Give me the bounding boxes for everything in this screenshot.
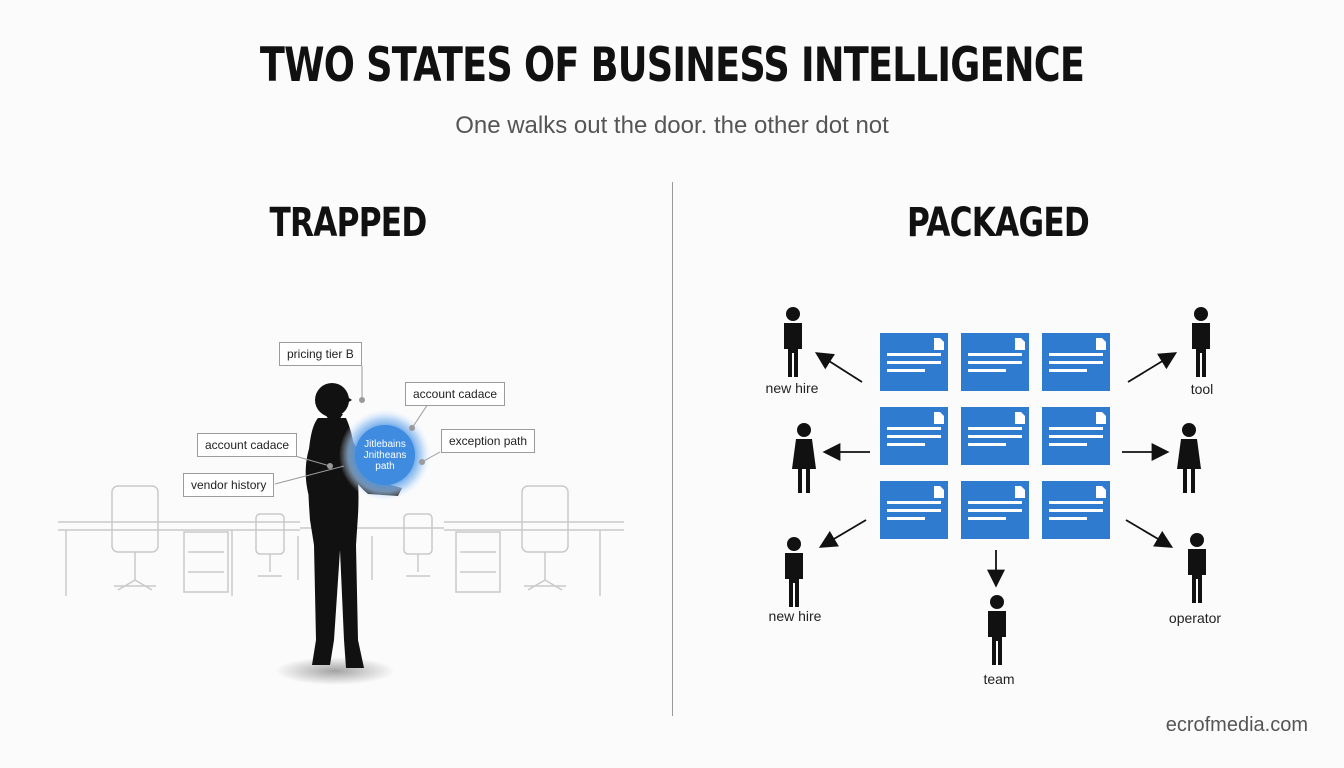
document-tile bbox=[961, 407, 1029, 465]
tag-account-cadence-left: account cadace bbox=[197, 433, 298, 457]
person-icon-mid-left bbox=[792, 423, 816, 493]
file-icon bbox=[934, 338, 944, 350]
file-icon bbox=[1015, 412, 1025, 424]
document-grid bbox=[880, 333, 1110, 539]
packaged-heading: PACKAGED bbox=[907, 200, 1090, 246]
tag-account-cadence-right: account cadace bbox=[405, 382, 506, 406]
file-icon bbox=[934, 486, 944, 498]
document-tile bbox=[880, 407, 948, 465]
page-subtitle: One walks out the door. the other dot no… bbox=[455, 112, 889, 139]
document-tile bbox=[1042, 481, 1110, 539]
document-tile bbox=[961, 333, 1029, 391]
tag-vendor-history: vendor history bbox=[183, 473, 275, 497]
file-icon bbox=[934, 412, 944, 424]
document-tile bbox=[1042, 407, 1110, 465]
label-tool: tool bbox=[1190, 381, 1214, 397]
person-icon-bottom-right bbox=[1188, 533, 1206, 603]
person-icon-bottom-left bbox=[785, 537, 803, 607]
center-divider bbox=[672, 182, 673, 716]
tag-pricing-tier: pricing tier B bbox=[279, 342, 362, 366]
person-icon-bottom-center bbox=[988, 595, 1006, 665]
document-tile bbox=[880, 481, 948, 539]
label-operator: operator bbox=[1168, 610, 1222, 626]
file-icon bbox=[1096, 338, 1106, 350]
label-new-hire-bottom: new hire bbox=[768, 608, 822, 624]
person-icon-mid-right bbox=[1177, 423, 1201, 493]
office-furniture bbox=[58, 485, 624, 596]
person-icon-top-left bbox=[784, 307, 802, 377]
file-icon bbox=[1096, 486, 1106, 498]
document-tile bbox=[880, 333, 948, 391]
orb-text-3: path bbox=[375, 461, 394, 472]
label-new-hire-top: new hire bbox=[765, 380, 819, 396]
page-title: TWO STATES OF BUSINESS INTELLIGENCE bbox=[259, 38, 1085, 93]
file-icon bbox=[1096, 412, 1106, 424]
person-icon-top-right bbox=[1192, 307, 1210, 377]
footer-site: ecrofmedia.com bbox=[1165, 714, 1308, 736]
orb-text-1: Jitlebains bbox=[364, 439, 406, 450]
distribution-arrows bbox=[814, 352, 1178, 588]
trapped-heading: TRAPPED bbox=[269, 200, 428, 246]
label-team: team bbox=[983, 671, 1015, 687]
file-icon bbox=[1015, 338, 1025, 350]
document-tile bbox=[961, 481, 1029, 539]
document-tile bbox=[1042, 333, 1110, 391]
file-icon bbox=[1015, 486, 1025, 498]
tag-exception-path: exception path bbox=[441, 429, 536, 453]
orb-text-2: Jnitheans bbox=[364, 450, 407, 461]
